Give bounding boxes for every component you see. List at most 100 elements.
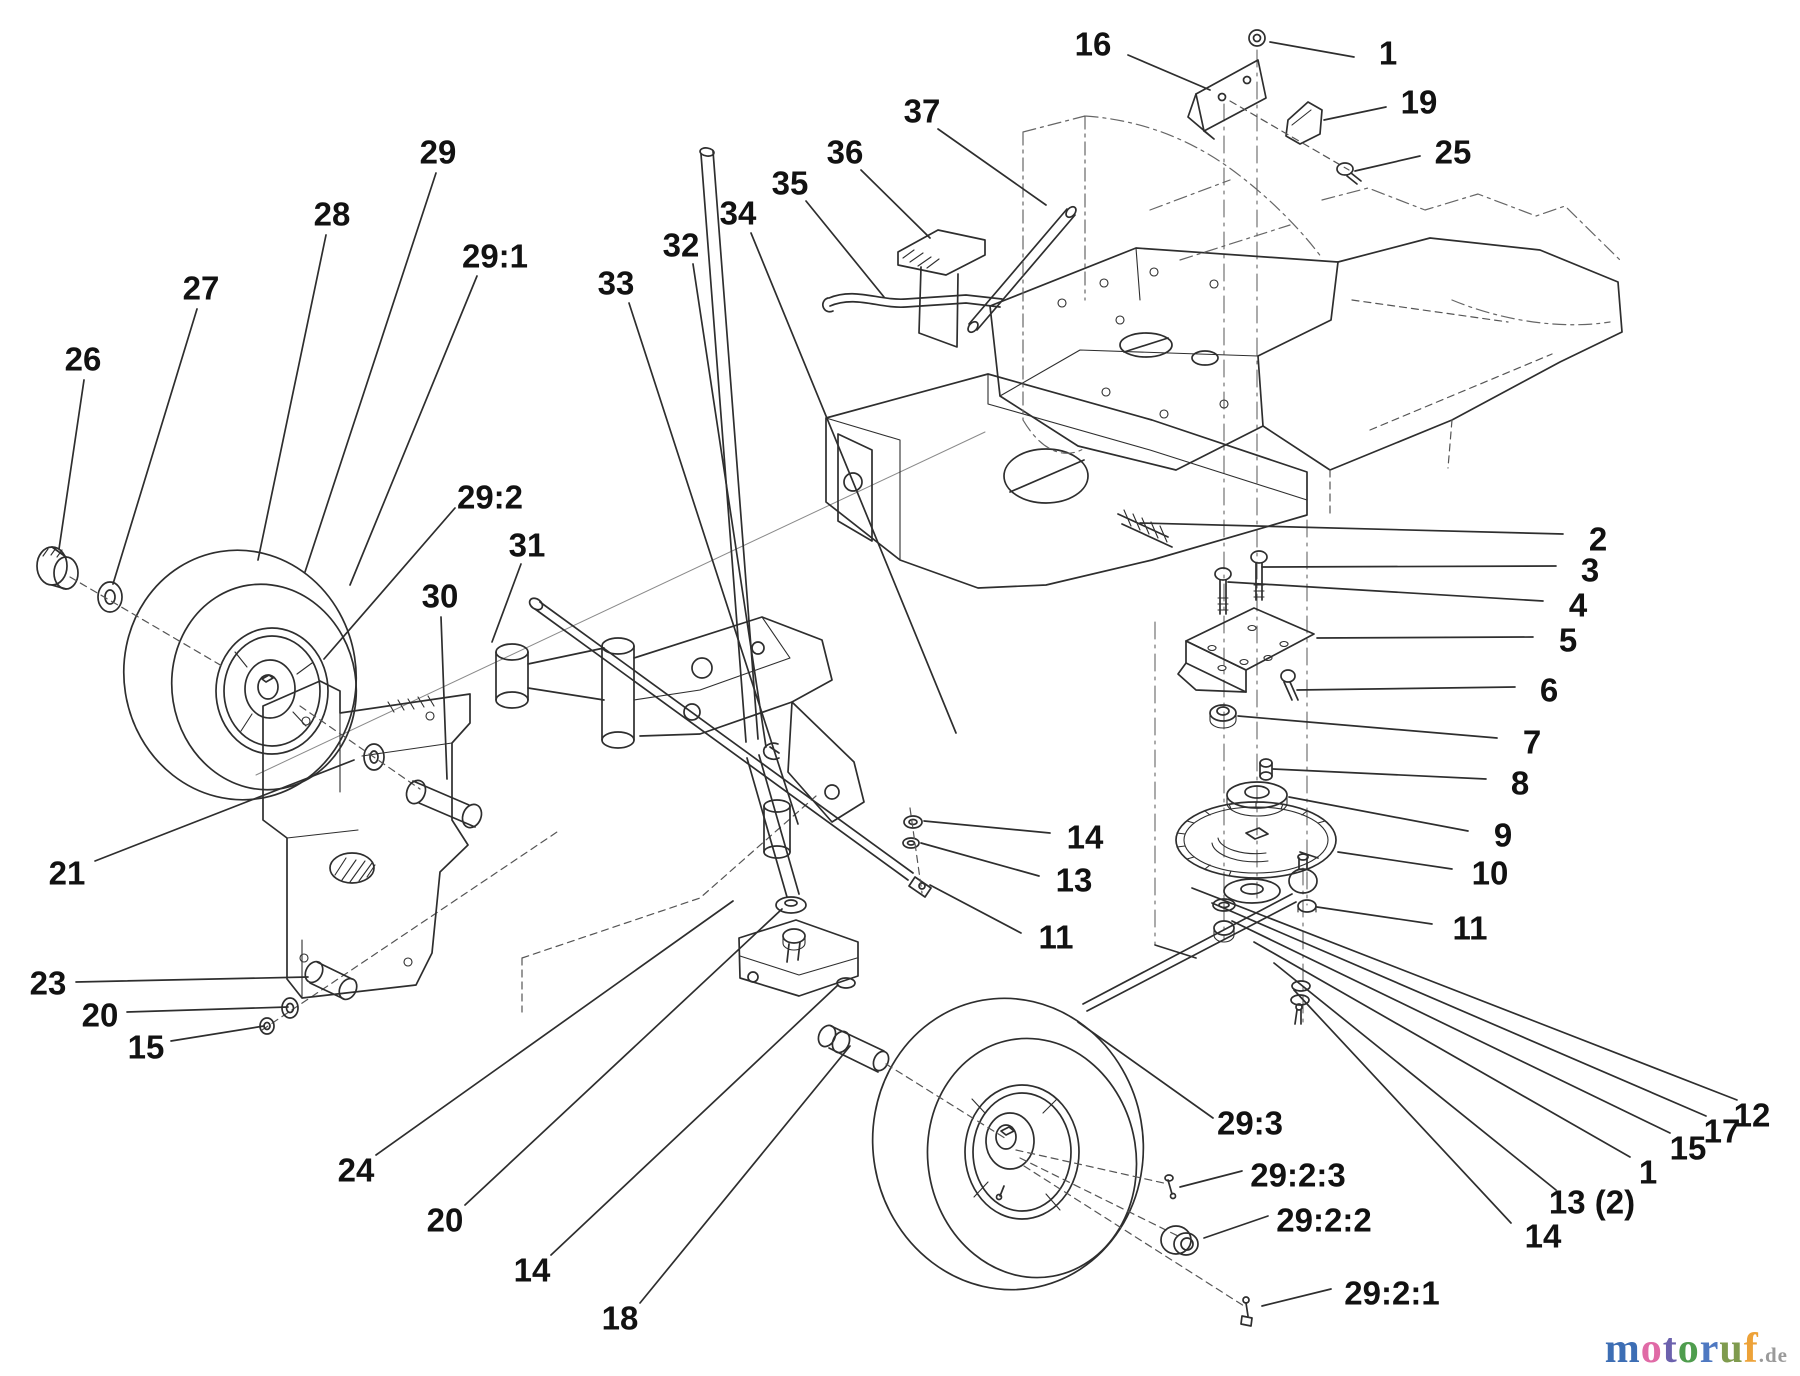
callout-leader-14: [550, 984, 839, 1256]
steering-plate-and-gear: [1175, 550, 1337, 1025]
callout-label-14: 14: [514, 1252, 551, 1289]
bracket-part19: [1285, 101, 1323, 145]
nut: [782, 928, 806, 944]
watermark-letter: f: [1743, 1326, 1759, 1372]
callout-label-12: 12: [1734, 1097, 1771, 1134]
callout-label-13: 13: [1056, 862, 1093, 899]
callout-label-15: 15: [128, 1029, 165, 1066]
callout-leader-29:2:1: [1261, 1288, 1332, 1307]
callout-label-31: 31: [509, 527, 546, 564]
bolt-part6: [1280, 669, 1296, 683]
washer: [1223, 878, 1281, 904]
callout-leader-10: [1337, 851, 1453, 870]
callout-label-2: 2: [1589, 521, 1607, 558]
callout-leader-28: [257, 234, 327, 561]
callout-label-11: 11: [1453, 910, 1488, 947]
valve-stem-part29-2-3: [1167, 1179, 1173, 1195]
nut-part11: [1297, 899, 1317, 913]
watermark-letter: r: [1699, 1326, 1720, 1372]
callout-label-37: 37: [904, 93, 941, 130]
callout-label-9: 9: [1494, 817, 1512, 854]
bolt-part25: [1336, 162, 1354, 176]
rod-part37: [968, 208, 1076, 331]
washer: [1291, 980, 1311, 992]
callout-label-5: 5: [1559, 622, 1577, 659]
callout-leader-29:1: [349, 275, 478, 586]
callout-leader-2: [1139, 522, 1564, 535]
callout-leader-15: [170, 1025, 265, 1042]
callout-label-15: 15: [1670, 1130, 1707, 1167]
callout-label-14: 14: [1525, 1218, 1562, 1255]
callout-label-29: 29: [420, 134, 457, 171]
watermark-word: motoruf: [1605, 1326, 1759, 1372]
callout-leader-26: [58, 379, 85, 550]
callout-leader-33: [628, 302, 799, 825]
callout-leader-3: [1261, 565, 1557, 568]
lock-washer: [836, 977, 856, 989]
watermark-letter: m: [1604, 1326, 1641, 1372]
washer: [775, 896, 807, 914]
callout-label-25: 25: [1435, 134, 1472, 171]
callout-label-29:2:2: 29:2:2: [1276, 1202, 1371, 1239]
callout-label-23: 23: [30, 965, 67, 1002]
callout-label-3: 3: [1581, 552, 1599, 589]
callout-label-1: 1: [1639, 1154, 1657, 1191]
pin-part30: [405, 779, 427, 805]
callout-label-34: 34: [720, 195, 757, 232]
callout-label-20: 20: [427, 1202, 464, 1239]
callout-leader-29:2:3: [1179, 1170, 1243, 1188]
callout-leader-5: [1316, 636, 1534, 639]
callout-leader-8: [1272, 768, 1487, 780]
watermark-letter: o: [1677, 1326, 1700, 1372]
callout-label-8: 8: [1511, 765, 1529, 802]
left-hub: [244, 659, 296, 719]
support-bracket-part16: [1195, 59, 1267, 132]
right-wheel-assembly: [871, 997, 1253, 1327]
callout-label-21: 21: [49, 855, 86, 892]
washer-part27: [97, 581, 123, 613]
callout-leader-24: [375, 900, 734, 1156]
callout-label-29:3: 29:3: [1217, 1105, 1283, 1142]
callout-label-24: 24: [338, 1152, 375, 1189]
callout-label-7: 7: [1523, 724, 1541, 761]
callout-label-4: 4: [1569, 587, 1588, 624]
nut-part1: [1248, 29, 1266, 47]
callout-leader-11: [929, 884, 1022, 934]
watermark-letter: u: [1719, 1326, 1744, 1372]
drag-link: [1082, 893, 1297, 1012]
callout-leader-27: [112, 308, 198, 585]
callout-label-14: 14: [1067, 819, 1104, 856]
callout-leader-29:3: [1077, 1021, 1214, 1119]
right-hub: [985, 1112, 1035, 1170]
watermark-letter: t: [1662, 1326, 1678, 1372]
cotter-pin: [1294, 1009, 1302, 1025]
callout-label-28: 28: [314, 196, 351, 233]
callout-label-29:2:1: 29:2:1: [1344, 1275, 1439, 1312]
callout-leader-19: [1323, 106, 1387, 121]
callout-leader-14: [923, 820, 1051, 834]
bushing-part8: [1259, 758, 1273, 768]
right-tire-part29-3: [871, 997, 1145, 1291]
callout-label-18: 18: [602, 1300, 639, 1337]
callout-leader-1: [1269, 41, 1355, 58]
spring-part2: [1117, 513, 1173, 548]
callout-leader-37: [937, 128, 1047, 206]
callout-label-11: 11: [1039, 919, 1074, 956]
left-bracket-part21: [259, 680, 483, 1035]
callout-label-19: 19: [1401, 84, 1438, 121]
right-rim: [964, 1084, 1080, 1220]
callout-leader-9: [1288, 796, 1469, 832]
callout-leader-23: [75, 976, 309, 983]
callout-leader-13 (2): [1273, 962, 1557, 1191]
steering-plate-part5: [1185, 607, 1315, 671]
frame-rail: [825, 373, 1308, 589]
callout-leader-6: [1296, 686, 1516, 691]
axle-assembly-part31: [495, 616, 865, 823]
callout-label-35: 35: [772, 165, 809, 202]
callout-leader-20: [126, 1006, 289, 1013]
callout-leader-34: [750, 232, 957, 734]
callout-leader-29: [304, 172, 437, 573]
watermark-suffix: .de: [1758, 1343, 1788, 1367]
